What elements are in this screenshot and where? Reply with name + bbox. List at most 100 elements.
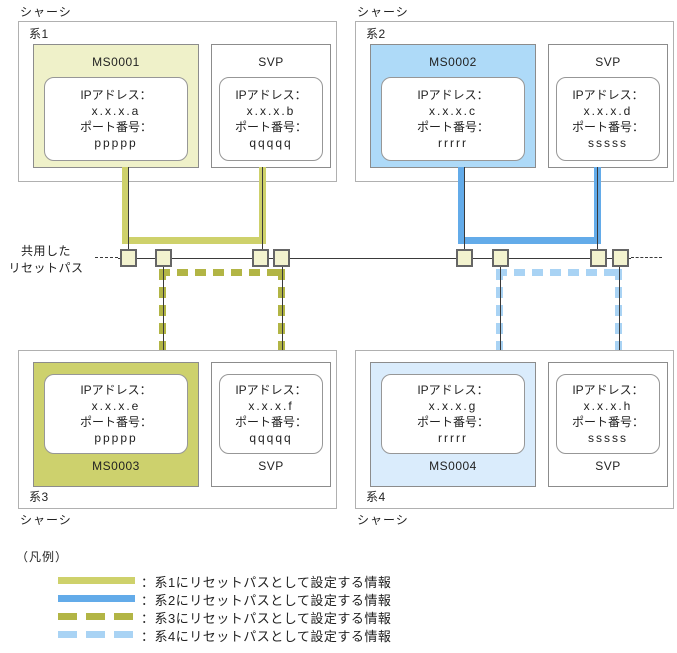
ip-value: x.x.x.f [248, 399, 294, 413]
ms0002-box: MS0002 IPアドレス： x.x.x.c ポート番号： rrrrr [370, 44, 536, 168]
drop-line-ms0002 [464, 167, 465, 250]
ms0002-name: MS0002 [429, 55, 477, 69]
svp3-name: SVP [258, 459, 284, 473]
ip-label: IPアドレス： [235, 88, 307, 102]
chassis-4-label: シャーシ [357, 513, 409, 527]
ip-label: IPアドレス： [80, 88, 152, 102]
svp1-name: SVP [258, 55, 284, 69]
ip-value: x.x.x.d [583, 104, 633, 118]
bus-line [118, 258, 631, 259]
connector-square [456, 249, 473, 267]
ms0003-box: IPアドレス： x.x.x.e ポート番号： ppppp MS0003 [33, 362, 199, 487]
drop-line-ms0001 [128, 167, 129, 250]
shared-reset-path-label-line2: リセットパス [8, 261, 84, 275]
drop-line-svp4 [619, 266, 620, 361]
ms0003-address-box: IPアドレス： x.x.x.e ポート番号： ppppp [44, 374, 188, 454]
port-value: rrrrr [438, 431, 468, 445]
sys2-label: 系2 [366, 27, 386, 41]
legend-label-sys2: ：系2にリセットパスとして設定する情報 [141, 593, 392, 608]
port-value: ppppp [94, 136, 138, 150]
sys4-path-horizontal [496, 269, 622, 276]
legend-swatch-sys1 [58, 577, 135, 584]
connector-square [252, 249, 269, 267]
legend-label-sys3: ：系3にリセットパスとして設定する情報 [141, 611, 392, 626]
ip-value: x.x.x.h [583, 399, 633, 413]
port-value: rrrrr [438, 136, 468, 150]
sys1-path-horizontal [122, 237, 266, 244]
svp4-address-box: IPアドレス： x.x.x.h ポート番号： sssss [556, 374, 660, 454]
connector-square [612, 249, 629, 267]
port-label: ポート番号： [234, 415, 307, 429]
shared-reset-path-label: 共用した リセットパス [0, 243, 92, 277]
drop-line-ms0003 [163, 266, 164, 361]
sys1-path-vertical-ms [122, 167, 129, 243]
ip-value: x.x.x.c [428, 104, 477, 118]
svp1-address-box: IPアドレス： x.x.x.b ポート番号： qqqqq [219, 77, 323, 161]
chassis-2-label: シャーシ [357, 5, 409, 19]
legend-swatch-sys2 [58, 595, 135, 602]
svp1-box: SVP IPアドレス： x.x.x.b ポート番号： qqqqq [211, 44, 331, 168]
drop-line-svp3 [282, 266, 283, 361]
ip-label: IPアドレス： [417, 88, 489, 102]
drop-line-svp1 [262, 167, 263, 250]
connector-square [590, 249, 607, 267]
ms0003-name: MS0003 [92, 459, 140, 473]
port-value: ppppp [94, 431, 138, 445]
legend-title: （凡例） [16, 550, 69, 564]
drop-line-ms0004 [500, 266, 501, 361]
sys4-path-vertical-svp [615, 269, 622, 361]
ms0001-box: MS0001 IPアドレス： x.x.x.a ポート番号： ppppp [33, 44, 199, 168]
connector-square [155, 249, 172, 267]
sys2-path-horizontal [458, 237, 601, 244]
chassis-1-label: シャーシ [20, 5, 72, 19]
port-label: ポート番号： [416, 415, 489, 429]
ms0004-name: MS0004 [429, 459, 477, 473]
legend-label-sys1: ：系1にリセットパスとして設定する情報 [141, 575, 392, 590]
port-label: ポート番号： [571, 120, 644, 134]
ip-label: IPアドレス： [417, 383, 489, 397]
ip-label: IPアドレス： [572, 383, 644, 397]
svp3-address-box: IPアドレス： x.x.x.f ポート番号： qqqqq [219, 374, 323, 454]
sys1-label: 系1 [29, 27, 49, 41]
ip-label: IPアドレス： [235, 383, 307, 397]
sys3-path-horizontal [159, 269, 285, 276]
port-label: ポート番号： [79, 120, 152, 134]
svp4-box: IPアドレス： x.x.x.h ポート番号： sssss SVP [548, 362, 668, 487]
ms0004-box: IPアドレス： x.x.x.g ポート番号： rrrrr MS0004 [370, 362, 536, 487]
port-value: sssss [588, 136, 628, 150]
ip-value: x.x.x.a [91, 104, 141, 118]
svp4-name: SVP [595, 459, 621, 473]
ip-value: x.x.x.e [91, 399, 141, 413]
legend-swatch-sys3 [58, 613, 135, 620]
port-label: ポート番号： [571, 415, 644, 429]
port-value: qqqqq [249, 431, 293, 445]
drop-line-svp2 [597, 167, 598, 250]
sys3-path-vertical-ms [159, 269, 166, 361]
ms0001-address-box: IPアドレス： x.x.x.a ポート番号： ppppp [44, 77, 188, 161]
chassis-4-box: IPアドレス： x.x.x.g ポート番号： rrrrr MS0004 IPアド… [355, 350, 674, 509]
sys3-path-vertical-svp [278, 269, 285, 361]
svp2-address-box: IPアドレス： x.x.x.d ポート番号： sssss [556, 77, 660, 161]
legend-label-sys4: ：系4にリセットパスとして設定する情報 [141, 629, 392, 644]
ip-label: IPアドレス： [572, 88, 644, 102]
svp2-name: SVP [595, 55, 621, 69]
port-label: ポート番号： [79, 415, 152, 429]
shared-reset-path-label-line1: 共用した [20, 244, 71, 258]
connector-square [120, 249, 137, 267]
sys2-path-vertical-ms [458, 167, 465, 243]
bus-dashed-right [631, 257, 662, 258]
ms0002-address-box: IPアドレス： x.x.x.c ポート番号： rrrrr [381, 77, 525, 161]
ms0001-name: MS0001 [92, 55, 140, 69]
svp2-box: SVP IPアドレス： x.x.x.d ポート番号： sssss [548, 44, 668, 168]
chassis-1-box: 系1 MS0001 IPアドレス： x.x.x.a ポート番号： ppppp S… [18, 21, 337, 182]
connector-square [492, 249, 509, 267]
sys3-label: 系3 [29, 490, 49, 504]
ip-label: IPアドレス： [80, 383, 152, 397]
chassis-2-box: 系2 MS0002 IPアドレス： x.x.x.c ポート番号： rrrrr S… [355, 21, 674, 182]
ip-value: x.x.x.g [428, 399, 478, 413]
chassis-3-label: シャーシ [20, 513, 72, 527]
bus-dashed-left [95, 257, 118, 258]
ms0004-address-box: IPアドレス： x.x.x.g ポート番号： rrrrr [381, 374, 525, 454]
legend-swatch-sys4 [58, 631, 135, 638]
